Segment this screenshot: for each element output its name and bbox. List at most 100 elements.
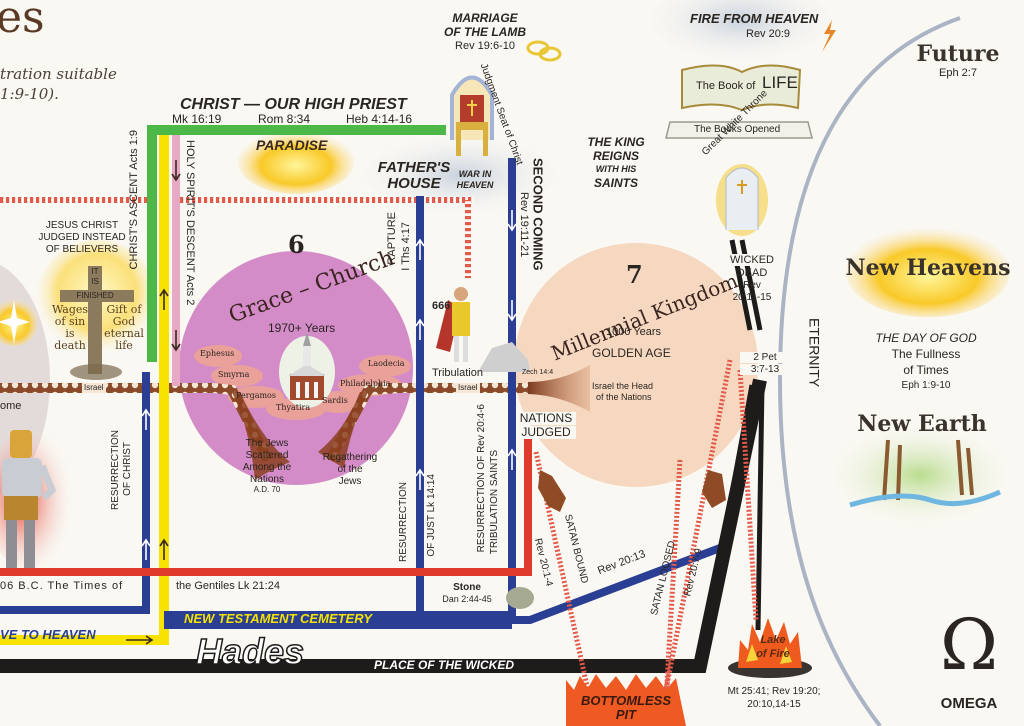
high-priest-ref-3: Heb 4:14-16 xyxy=(346,112,413,126)
wicked-dead-1: WICKED xyxy=(724,254,780,267)
second-coming-line xyxy=(508,158,722,624)
paradise-sun xyxy=(238,130,354,194)
scattered-wedge xyxy=(232,392,290,480)
bottomless-pit-2: PIT xyxy=(615,707,637,722)
future-title: Future xyxy=(916,41,1000,67)
cross-icon xyxy=(60,266,134,380)
church-cloud-band xyxy=(194,345,411,420)
cross-heading-1: JESUS CHRIST xyxy=(45,220,119,231)
book-of-life-icon xyxy=(681,64,802,112)
israel-band-left xyxy=(0,383,214,393)
subtitle-line-2: 1:9-10). xyxy=(0,85,59,103)
heaven-dashed-line-2 xyxy=(178,197,474,203)
mount-of-olives xyxy=(478,342,530,372)
jews-scattered-3: Among the xyxy=(242,462,292,473)
king-reigns-4: SAINTS xyxy=(593,176,638,190)
wages-4: death xyxy=(54,339,86,352)
dispensation-7-number: 7 xyxy=(626,260,643,289)
day-of-god-1: THE DAY OF GOD xyxy=(875,331,977,345)
lake-of-fire-ref-1: Mt 25:41; Rev 19:20; xyxy=(727,686,821,697)
page-title-fragment: es xyxy=(0,0,45,43)
satan-dash-4 xyxy=(737,369,759,621)
marriage-title-2: OF THE LAMB xyxy=(444,25,526,39)
day-of-god-ref: Eph 1:9-10 xyxy=(901,380,951,391)
israel-band-right xyxy=(378,383,528,393)
satan-loosed-dash xyxy=(663,459,683,701)
cross-heading-3: OF BELIEVERS xyxy=(45,244,119,255)
jews-scattered-4: Nations xyxy=(250,474,284,485)
nations-judged-1: NATIONS xyxy=(516,411,576,426)
lake-line-1 xyxy=(755,384,765,631)
rapture-ref: I Ths 4:17 xyxy=(400,222,412,271)
cross-heading-2: JUDGED INSTEAD xyxy=(38,232,126,243)
satan-dash-3 xyxy=(661,359,733,701)
fire-from-heaven-ref: Rev 20:9 xyxy=(746,28,791,40)
satan-bound-figure-icon xyxy=(538,470,566,512)
war-in-heaven-dash xyxy=(465,200,471,278)
regathering-1: Regathering xyxy=(322,452,378,463)
israel-label-2: Israel xyxy=(456,383,480,393)
stone-ref: Dan 2:44-45 xyxy=(442,594,492,604)
war-in-heaven-2: HEAVEN xyxy=(456,180,494,190)
fire-from-heaven-title: FIRE FROM HEAVEN xyxy=(690,11,819,26)
church-philadelphia: Philadelphia xyxy=(340,379,391,388)
times-gentiles-left: 06 B.C. The Times of xyxy=(0,580,124,592)
book-of-life-prefix: The Book of xyxy=(696,80,756,92)
times-gentiles-right: the Gentiles Lk 21:24 xyxy=(176,580,280,592)
second-coming-ref: Rev 19:11-21 xyxy=(518,192,531,258)
millennial-years: 1000 Years xyxy=(606,326,662,338)
marriage-title-1: MARRIAGE xyxy=(452,11,518,25)
gift-3: eternal xyxy=(104,327,144,340)
judgment-seat-throne-icon xyxy=(450,75,494,156)
dispensation-6-number: 6 xyxy=(288,230,305,259)
bottomless-pit-flames xyxy=(566,674,686,726)
tribulation-label: Tribulation xyxy=(432,367,483,379)
storm-cloud xyxy=(650,0,830,60)
nt-cemetery-label: NEW TESTAMENT CEMETERY xyxy=(184,611,373,626)
fathers-house-line-2: HOUSE xyxy=(387,175,441,192)
fathers-house-line-1: FATHER'S xyxy=(377,159,451,176)
new-heavens-label: New Heavens xyxy=(845,255,1011,281)
nations-judged-2: JUDGED xyxy=(516,425,576,440)
stone-icon xyxy=(506,587,534,609)
high-priest-line xyxy=(147,125,446,362)
paradise-label: PARADISE xyxy=(256,137,328,153)
rome-label: ome xyxy=(0,400,22,412)
cross-inscription-2: IS xyxy=(91,277,99,286)
jews-scattered-2: Scattered xyxy=(245,450,289,461)
golden-age-label: GOLDEN AGE xyxy=(592,346,671,360)
stone-title: Stone xyxy=(453,582,481,593)
book-of-life-emph: LIFE xyxy=(762,73,798,92)
eternity-arc xyxy=(777,16,961,726)
wicked-dead-3: Rev xyxy=(743,280,761,291)
star-icon xyxy=(0,300,30,344)
resurrection-just-1: RESURRECTION xyxy=(398,482,409,563)
roman-soldier-figure xyxy=(2,430,57,568)
church-pergamos: Pergamos xyxy=(236,391,276,400)
day-of-god-3: of Times xyxy=(903,363,949,377)
church-building-icon xyxy=(279,332,335,408)
high-priest-ref-2: Rom 8:34 xyxy=(258,112,311,126)
gift-2: God xyxy=(112,315,136,328)
millennial-horn xyxy=(528,365,590,412)
trees-icon xyxy=(882,439,974,501)
heaven-cloud xyxy=(365,137,555,213)
resurrection-trib-2: TRIBULATION SAINTS xyxy=(489,450,500,555)
antichrist-figure xyxy=(436,287,470,362)
war-in-heaven-1: WAR IN xyxy=(458,169,492,179)
lightning-icon xyxy=(822,20,836,52)
israel-label-1: Israel xyxy=(82,383,106,393)
subtitle-line-1: tration suitable xyxy=(0,65,117,83)
king-reigns-2: REIGNS xyxy=(592,149,639,163)
direction-arrows xyxy=(126,160,517,645)
wages-3: is xyxy=(65,327,75,340)
christs-ascent-label: CHRIST'S ASCENT Acts 1:9 xyxy=(128,130,140,270)
day-of-god-2: The Fullness xyxy=(891,347,961,361)
resurrection-christ-2: OF CHRIST xyxy=(122,442,133,496)
second-coming-label: SECOND COMING xyxy=(530,158,546,271)
place-of-wicked-label: PLACE OF THE WICKED xyxy=(374,658,514,672)
new-earth-landscape xyxy=(830,425,1010,525)
books-opened-icon xyxy=(665,121,813,139)
wicked-dead-2: DEAD xyxy=(736,267,768,279)
lake-of-fire-1: Lake xyxy=(760,634,786,646)
